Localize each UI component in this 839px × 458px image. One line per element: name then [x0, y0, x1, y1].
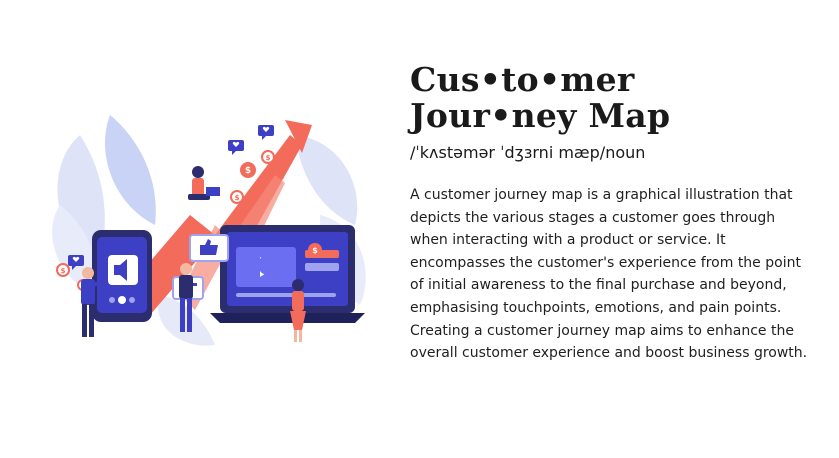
customer-journey-illustration: $ $ $ $ $: [52, 115, 366, 346]
svg-text:$: $: [245, 166, 251, 176]
svg-text:$: $: [61, 267, 66, 275]
dollar-coin-icon: $ $ $ $ $: [56, 150, 322, 291]
thumbs-up-card: [189, 234, 229, 262]
pronunciation: /ˈkʌstəmər ˈdʒɜrni mæp/noun: [410, 143, 646, 162]
like-bubble-icon: [68, 125, 274, 270]
title-line-1: Cus•to•mer: [410, 60, 635, 99]
person-on-arrow: [188, 166, 220, 200]
definition-text: A customer journey map is a graphical il…: [410, 187, 808, 362]
title-line-2: Jour•ney Map: [410, 96, 671, 135]
page-title: Cus•to•mer Jour•ney Map: [410, 62, 670, 134]
svg-text:$: $: [235, 194, 240, 202]
woman-holding-heart: [258, 255, 306, 342]
man-standing: [179, 263, 193, 332]
thumbs-up-icon: [200, 239, 218, 255]
phone-device: [92, 230, 152, 322]
laptop-device: [210, 225, 365, 323]
svg-text:$: $: [312, 246, 318, 255]
svg-text:$: $: [266, 154, 271, 162]
man-pointing: [81, 267, 105, 337]
speaker-icon: [114, 259, 127, 281]
